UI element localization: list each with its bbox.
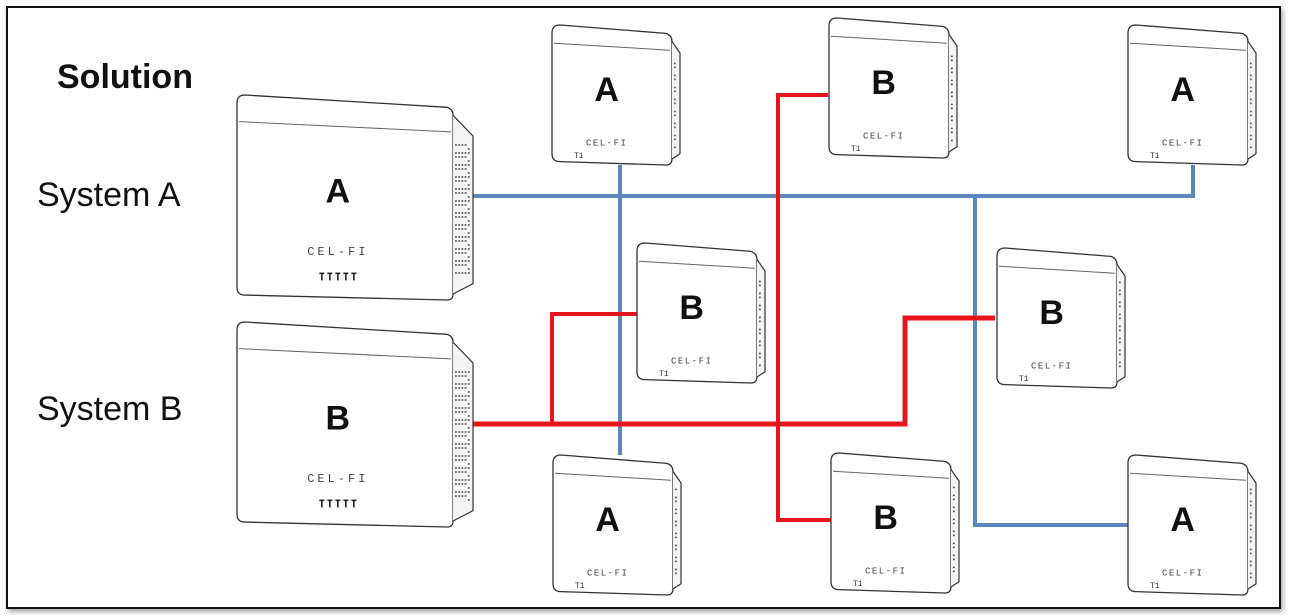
device-side-panel bbox=[950, 469, 960, 588]
device-body bbox=[636, 242, 758, 384]
device-body bbox=[1127, 454, 1249, 596]
device-letter: A bbox=[594, 71, 619, 109]
main-unit-system-a: A CEL-FI bbox=[236, 94, 474, 301]
vent-grille bbox=[950, 55, 953, 142]
device-seam bbox=[1129, 472, 1246, 481]
device-body bbox=[830, 452, 952, 594]
device-brand: CEL-FI bbox=[1031, 361, 1072, 371]
device-side-panel bbox=[756, 259, 766, 378]
device-letter: A bbox=[326, 172, 351, 210]
device-letter: A bbox=[1170, 501, 1195, 539]
device-brand: CEL-FI bbox=[307, 472, 368, 486]
device-letter: A bbox=[1170, 71, 1195, 109]
device-brand: CEL-FI bbox=[307, 245, 368, 259]
vent-grille bbox=[1118, 281, 1121, 368]
vent-grille bbox=[1249, 62, 1252, 149]
cable-a-trunk bbox=[468, 165, 1195, 198]
device-letter: B bbox=[871, 64, 896, 102]
device-body bbox=[1127, 24, 1249, 166]
antenna-port-label: T1 bbox=[575, 582, 585, 591]
device-letter: B bbox=[679, 289, 704, 327]
device-body bbox=[996, 247, 1118, 389]
device-seam bbox=[832, 470, 949, 479]
antenna-port-label: T1 bbox=[853, 580, 863, 589]
antenna-port-label: T1 bbox=[1019, 375, 1029, 384]
device-brand: CEL-FI bbox=[863, 131, 904, 141]
device-seam bbox=[830, 35, 947, 44]
device-letter: A bbox=[595, 501, 620, 539]
cable-b-drop-1 bbox=[550, 312, 640, 424]
diagram-title: Solution bbox=[57, 58, 193, 96]
device-body bbox=[828, 17, 950, 159]
device-side-panel bbox=[1247, 471, 1257, 590]
vent-grille bbox=[758, 280, 761, 367]
vent-grille bbox=[455, 371, 470, 501]
device-seam bbox=[998, 265, 1115, 274]
device-seam bbox=[238, 348, 452, 360]
device-brand: CEL-FI bbox=[1162, 568, 1203, 578]
antenna-port-label: T1 bbox=[1150, 152, 1160, 161]
vent-grille bbox=[674, 488, 677, 575]
system-b-label: System B bbox=[37, 390, 183, 428]
device-body bbox=[551, 24, 673, 166]
antenna-ports bbox=[319, 272, 357, 281]
main-unit-system-b: B CEL-FI bbox=[236, 321, 474, 528]
cable-a-drop-3 bbox=[973, 196, 1130, 527]
device-brand: CEL-FI bbox=[586, 138, 627, 148]
device-side-panel bbox=[671, 41, 681, 160]
antenna-port-label: T1 bbox=[851, 145, 861, 154]
antenna-port-label: T1 bbox=[659, 370, 669, 379]
device-letter: B bbox=[1039, 294, 1064, 332]
device-body bbox=[552, 454, 674, 596]
device-side-panel bbox=[672, 471, 682, 590]
device-letter: B bbox=[873, 499, 898, 537]
device-seam bbox=[554, 472, 671, 481]
device-seam bbox=[638, 260, 755, 269]
device-side-panel bbox=[1116, 264, 1126, 383]
antenna-port-label: T1 bbox=[574, 152, 584, 161]
vent-grille bbox=[1249, 488, 1252, 579]
antenna-ports bbox=[319, 499, 357, 508]
device-brand: CEL-FI bbox=[587, 568, 628, 578]
device-seam bbox=[553, 42, 670, 51]
device-brand: CEL-FI bbox=[865, 566, 906, 576]
cables bbox=[468, 93, 1195, 527]
cable-b-trunk bbox=[468, 315, 995, 427]
device-brand: CEL-FI bbox=[1162, 138, 1203, 148]
device-side-panel bbox=[1247, 41, 1257, 160]
device-side-panel bbox=[948, 34, 958, 153]
vent-grille bbox=[952, 486, 955, 573]
vent-grille bbox=[673, 62, 676, 149]
antenna-port-label: T1 bbox=[1150, 582, 1160, 591]
vent-grille bbox=[455, 144, 470, 274]
system-a-label: System A bbox=[37, 176, 181, 214]
device-body bbox=[236, 94, 454, 301]
device-seam bbox=[1129, 42, 1246, 51]
device-brand: CEL-FI bbox=[671, 356, 712, 366]
device-letter: B bbox=[326, 399, 351, 437]
device-seam bbox=[238, 121, 452, 133]
cable-b-drop-2 bbox=[776, 93, 835, 522]
device-body bbox=[236, 321, 454, 528]
